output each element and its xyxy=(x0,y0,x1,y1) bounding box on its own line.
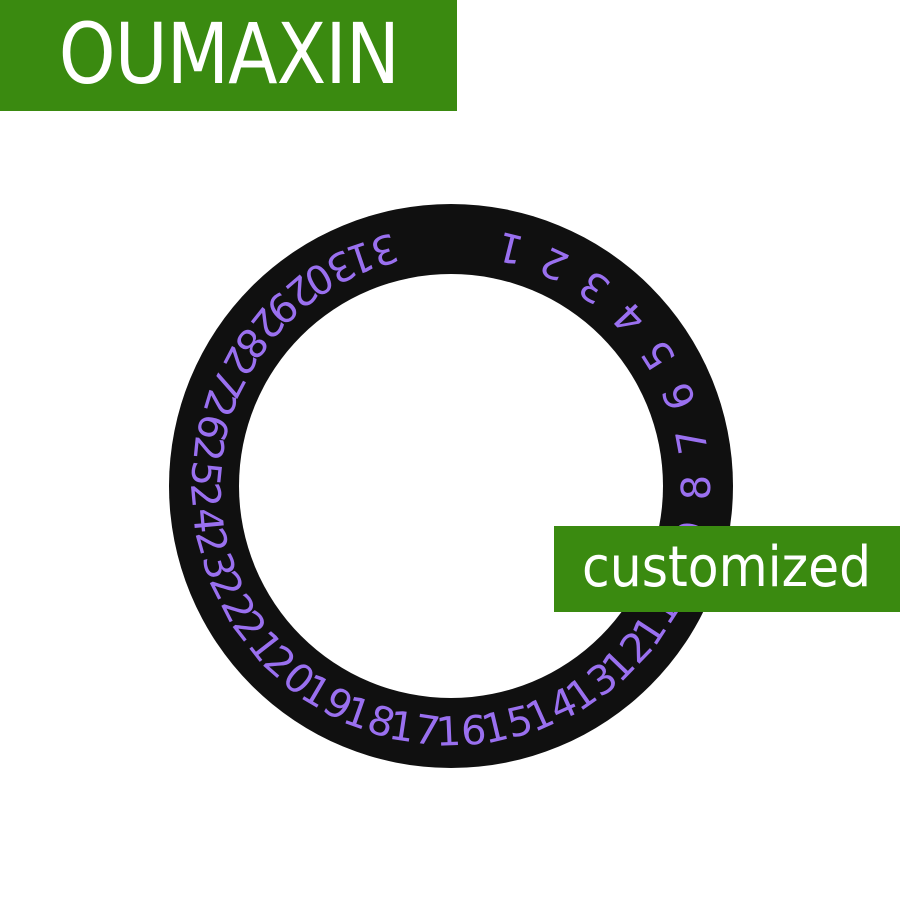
brand-banner: OUMAXIN xyxy=(0,0,457,111)
customized-label: customized xyxy=(582,534,872,600)
date-numeral: 17 xyxy=(386,703,443,756)
ring-hole xyxy=(239,274,663,698)
date-numeral: 8 xyxy=(674,475,720,501)
date-numeral: 16 xyxy=(435,708,488,756)
customized-badge: customized xyxy=(554,526,900,612)
date-numeral: 15 xyxy=(477,697,537,753)
brand-name: OUMAXIN xyxy=(58,4,399,103)
date-numeral: 25 xyxy=(181,433,232,488)
date-numeral: 24 xyxy=(181,480,231,535)
